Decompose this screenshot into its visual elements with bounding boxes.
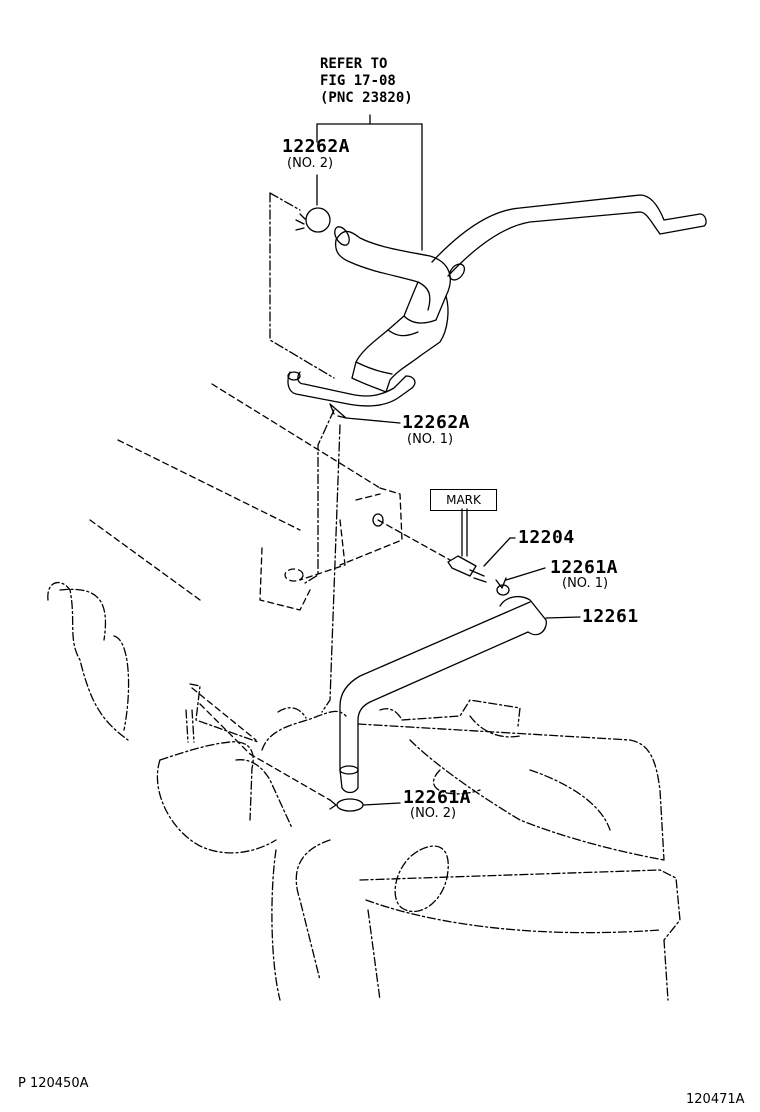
part-number-12261a-no1: 12261A — [550, 557, 619, 578]
part-number-12204: 12204 — [518, 527, 575, 548]
engine-block-phantom — [89, 383, 403, 611]
hose-12261 — [339, 595, 581, 794]
pcv-valve-12204 — [372, 508, 516, 583]
small-bent-hose — [287, 371, 416, 407]
part-sub-12261a-no1: (NO. 1) — [562, 576, 609, 591]
clip-12262a-no1 — [329, 403, 401, 424]
footer-right-code: 120471A — [686, 1092, 745, 1107]
part-number-12261: 12261 — [582, 606, 639, 627]
refer-to-label: REFER TO FIG 17-08 (PNC 23820) — [320, 56, 413, 107]
part-sub-12261a-no2: (NO. 2) — [410, 806, 457, 821]
part-number-12261a-no2: 12261A — [403, 787, 472, 808]
phantom-outline-upper — [269, 192, 341, 713]
part-sub-12262a-no1: (NO. 1) — [407, 432, 454, 447]
refer-line-2: FIG 17-08 — [320, 73, 396, 89]
refer-line-1: REFER TO — [320, 56, 388, 72]
part-number-12262a-no1: 12262A — [402, 412, 471, 433]
clip-12261a-no2 — [329, 798, 401, 812]
footer-left-code: P 120450A — [18, 1076, 89, 1091]
phantom-lower — [191, 687, 331, 801]
clip-12262a-no2 — [295, 207, 331, 233]
long-pipe — [431, 194, 707, 281]
reference-bracket — [316, 114, 423, 251]
upper-hose — [334, 226, 451, 393]
engine-body-phantom — [47, 581, 681, 1001]
refer-line-3: (PNC 23820) — [320, 90, 413, 106]
part-sub-12262a-no2: (NO. 2) — [287, 156, 334, 171]
part-number-12262a-no2: 12262A — [282, 136, 351, 157]
clip-12261a-no1 — [495, 567, 546, 596]
mark-label: MARK — [430, 489, 497, 511]
